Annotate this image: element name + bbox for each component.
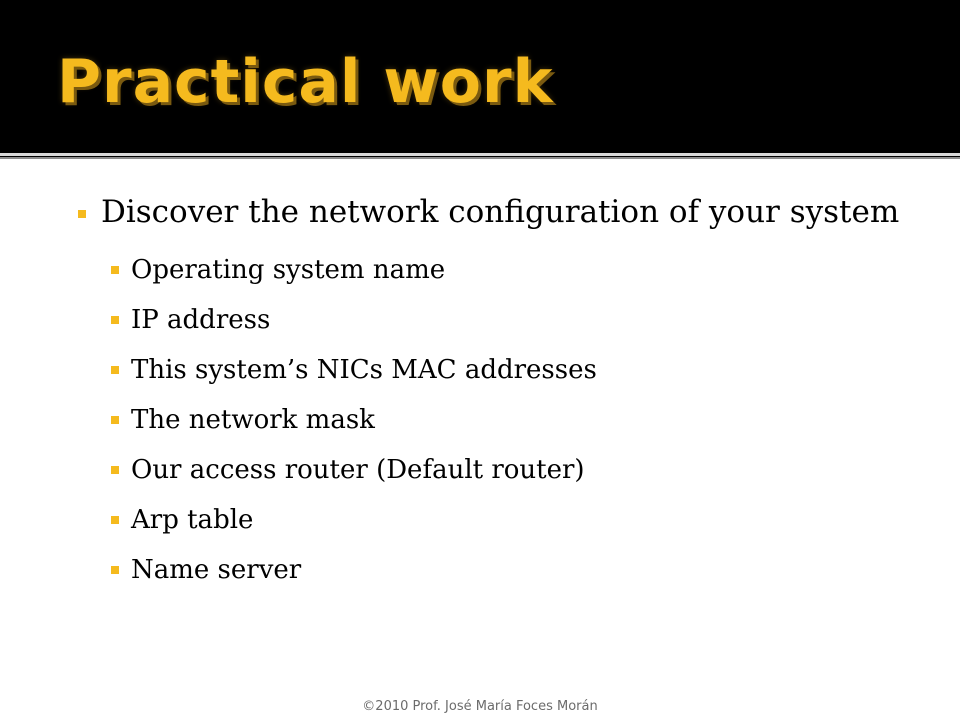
slide-footer: ©2010 Prof. José María Foces Morán — [362, 699, 598, 714]
slide-title: Practical work — [57, 47, 554, 117]
sub-bullet-item: Operating system name — [101, 245, 918, 295]
square-bullet-icon — [78, 210, 86, 218]
sub-bullet-text: Arp table — [131, 505, 254, 535]
slide-content: Discover the network configuration of yo… — [0, 159, 960, 720]
sub-bullet-item: Arp table — [101, 495, 918, 545]
sub-bullet-text: This system’s NICs MAC addresses — [131, 355, 597, 385]
sub-bullet-text: IP address — [131, 305, 271, 335]
title-bar: Practical work — [0, 0, 960, 150]
sub-bullet-text: The network mask — [131, 405, 375, 435]
square-bullet-icon — [111, 366, 119, 374]
sub-bullet-item: The network mask — [101, 395, 918, 445]
square-bullet-icon — [111, 416, 119, 424]
square-bullet-icon — [111, 566, 119, 574]
sub-bullet-text: Name server — [131, 555, 302, 585]
sub-bullet-item: Name server — [101, 545, 918, 595]
sub-bullet-text: Our access router (Default router) — [131, 455, 585, 485]
title-divider-light — [0, 153, 960, 156]
square-bullet-icon — [111, 316, 119, 324]
sub-bullet-item: This system’s NICs MAC addresses — [101, 345, 918, 395]
square-bullet-icon — [111, 266, 119, 274]
sub-bullet-text: Operating system name — [131, 255, 446, 285]
bullet-text: Discover the network configuration of yo… — [101, 194, 900, 230]
sub-bullet-item: IP address — [101, 295, 918, 345]
square-bullet-icon — [111, 466, 119, 474]
square-bullet-icon — [111, 516, 119, 524]
sub-bullet-list: Operating system name IP address This sy… — [101, 245, 918, 595]
sub-bullet-item: Our access router (Default router) — [101, 445, 918, 495]
bullet-item-main: Discover the network configuration of yo… — [78, 193, 918, 595]
bullet-list: Discover the network configuration of yo… — [78, 193, 918, 595]
title-divider-dark — [0, 157, 960, 159]
